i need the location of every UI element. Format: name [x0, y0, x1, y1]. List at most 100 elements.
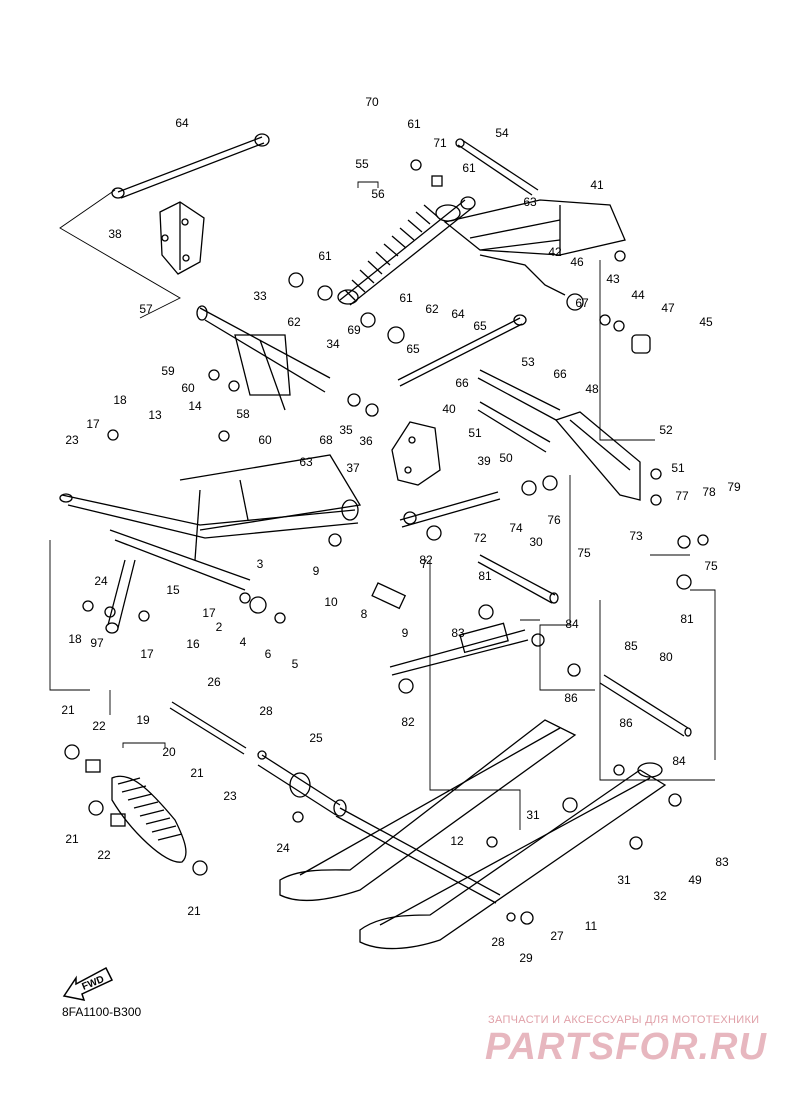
diagram-code: 8FA1100-B300: [62, 1005, 142, 1019]
callout-15: 15: [166, 583, 180, 597]
bracket-48: [554, 411, 641, 501]
callout-48: 48: [585, 382, 599, 396]
callout-80: 80: [659, 650, 673, 664]
callout-28: 28: [491, 935, 505, 949]
callout-85: 85: [624, 639, 638, 653]
callout-68: 68: [319, 433, 333, 447]
shock-absorber-55: [337, 196, 476, 306]
callout-51: 51: [671, 461, 685, 475]
fwd-arrow-icon: FWD: [62, 966, 114, 1001]
callout-12: 12: [450, 834, 464, 848]
callout-24: 24: [94, 574, 108, 588]
bracket-37: [391, 421, 441, 486]
callout-16: 16: [186, 637, 200, 651]
callout-7: 7: [421, 557, 428, 571]
callout-24: 24: [276, 841, 290, 855]
callout-10: 10: [324, 595, 338, 609]
callout-13: 13: [148, 408, 162, 422]
callout-71: 71: [433, 136, 447, 150]
callout-22: 22: [92, 719, 106, 733]
callout-41: 41: [590, 178, 604, 192]
callout-75: 75: [577, 546, 591, 560]
callout-29: 29: [519, 951, 533, 965]
callout-73: 73: [629, 529, 643, 543]
callout-30: 30: [529, 535, 543, 549]
callout-19: 19: [136, 713, 150, 727]
callout-75: 75: [704, 559, 718, 573]
callout-57: 57: [139, 302, 153, 316]
callout-83: 83: [715, 855, 729, 869]
callout-31: 31: [526, 808, 540, 822]
callout-23: 23: [223, 789, 237, 803]
callout-18: 18: [68, 632, 82, 646]
callout-62: 62: [425, 302, 439, 316]
callout-21: 21: [187, 904, 201, 918]
callout-61: 61: [407, 117, 421, 131]
callout-65: 65: [473, 319, 487, 333]
fasteners: [64, 159, 709, 925]
callout-97: 97: [90, 636, 104, 650]
callout-66: 66: [553, 367, 567, 381]
callout-9: 9: [402, 626, 409, 640]
callout-61: 61: [462, 161, 476, 175]
callout-34: 34: [326, 337, 340, 351]
callout-61: 61: [399, 291, 413, 305]
slide-rail-left: [279, 719, 577, 902]
callout-82: 82: [419, 553, 433, 567]
callout-27: 27: [550, 929, 564, 943]
callout-44: 44: [631, 288, 645, 302]
callout-2: 2: [216, 620, 223, 634]
damper-84: [389, 622, 545, 676]
callout-17: 17: [140, 647, 154, 661]
callout-21: 21: [190, 766, 204, 780]
callout-6: 6: [265, 647, 272, 661]
callout-9: 9: [313, 564, 320, 578]
callout-56: 56: [371, 187, 385, 201]
callout-69: 69: [347, 323, 361, 337]
callout-14: 14: [188, 399, 202, 413]
callout-64: 64: [451, 307, 465, 321]
watermark-logo: PARTSFOR.RU: [485, 1026, 767, 1068]
callout-66: 66: [455, 376, 469, 390]
rod-26: [169, 701, 247, 755]
callout-36: 36: [359, 434, 373, 448]
callout-23: 23: [65, 433, 79, 447]
callout-38: 38: [108, 227, 122, 241]
callout-40: 40: [442, 402, 456, 416]
axle-25: [257, 754, 347, 817]
callout-64: 64: [175, 116, 189, 130]
callout-59: 59: [161, 364, 175, 378]
rear-shock-19: [111, 775, 187, 863]
slide-rail-right: [359, 762, 667, 950]
callout-83: 83: [451, 626, 465, 640]
callout-45: 45: [699, 315, 713, 329]
callout-49: 49: [688, 873, 702, 887]
callout-72: 72: [473, 531, 487, 545]
callout-26: 26: [207, 675, 221, 689]
callout-86: 86: [619, 716, 633, 730]
callout-28: 28: [259, 704, 273, 718]
callout-33: 33: [253, 289, 267, 303]
callout-46: 46: [570, 255, 584, 269]
callout-58: 58: [236, 407, 250, 421]
callout-35: 35: [339, 423, 353, 437]
callout-70: 70: [365, 95, 379, 109]
callout-51: 51: [468, 426, 482, 440]
callout-4: 4: [240, 635, 247, 649]
rod-64b: [397, 314, 527, 387]
callout-54: 54: [495, 126, 509, 140]
rod-53: [477, 369, 561, 421]
callout-67: 67: [575, 296, 589, 310]
callout-11: 11: [585, 919, 598, 933]
callout-43: 43: [606, 272, 620, 286]
callout-55: 55: [355, 157, 369, 171]
callout-63: 63: [523, 195, 537, 209]
callout-32: 32: [653, 889, 667, 903]
callout-22: 22: [97, 848, 111, 862]
callout-65: 65: [406, 342, 420, 356]
shaft-30: [477, 554, 559, 604]
callout-21: 21: [61, 703, 75, 717]
callout-81: 81: [478, 569, 492, 583]
